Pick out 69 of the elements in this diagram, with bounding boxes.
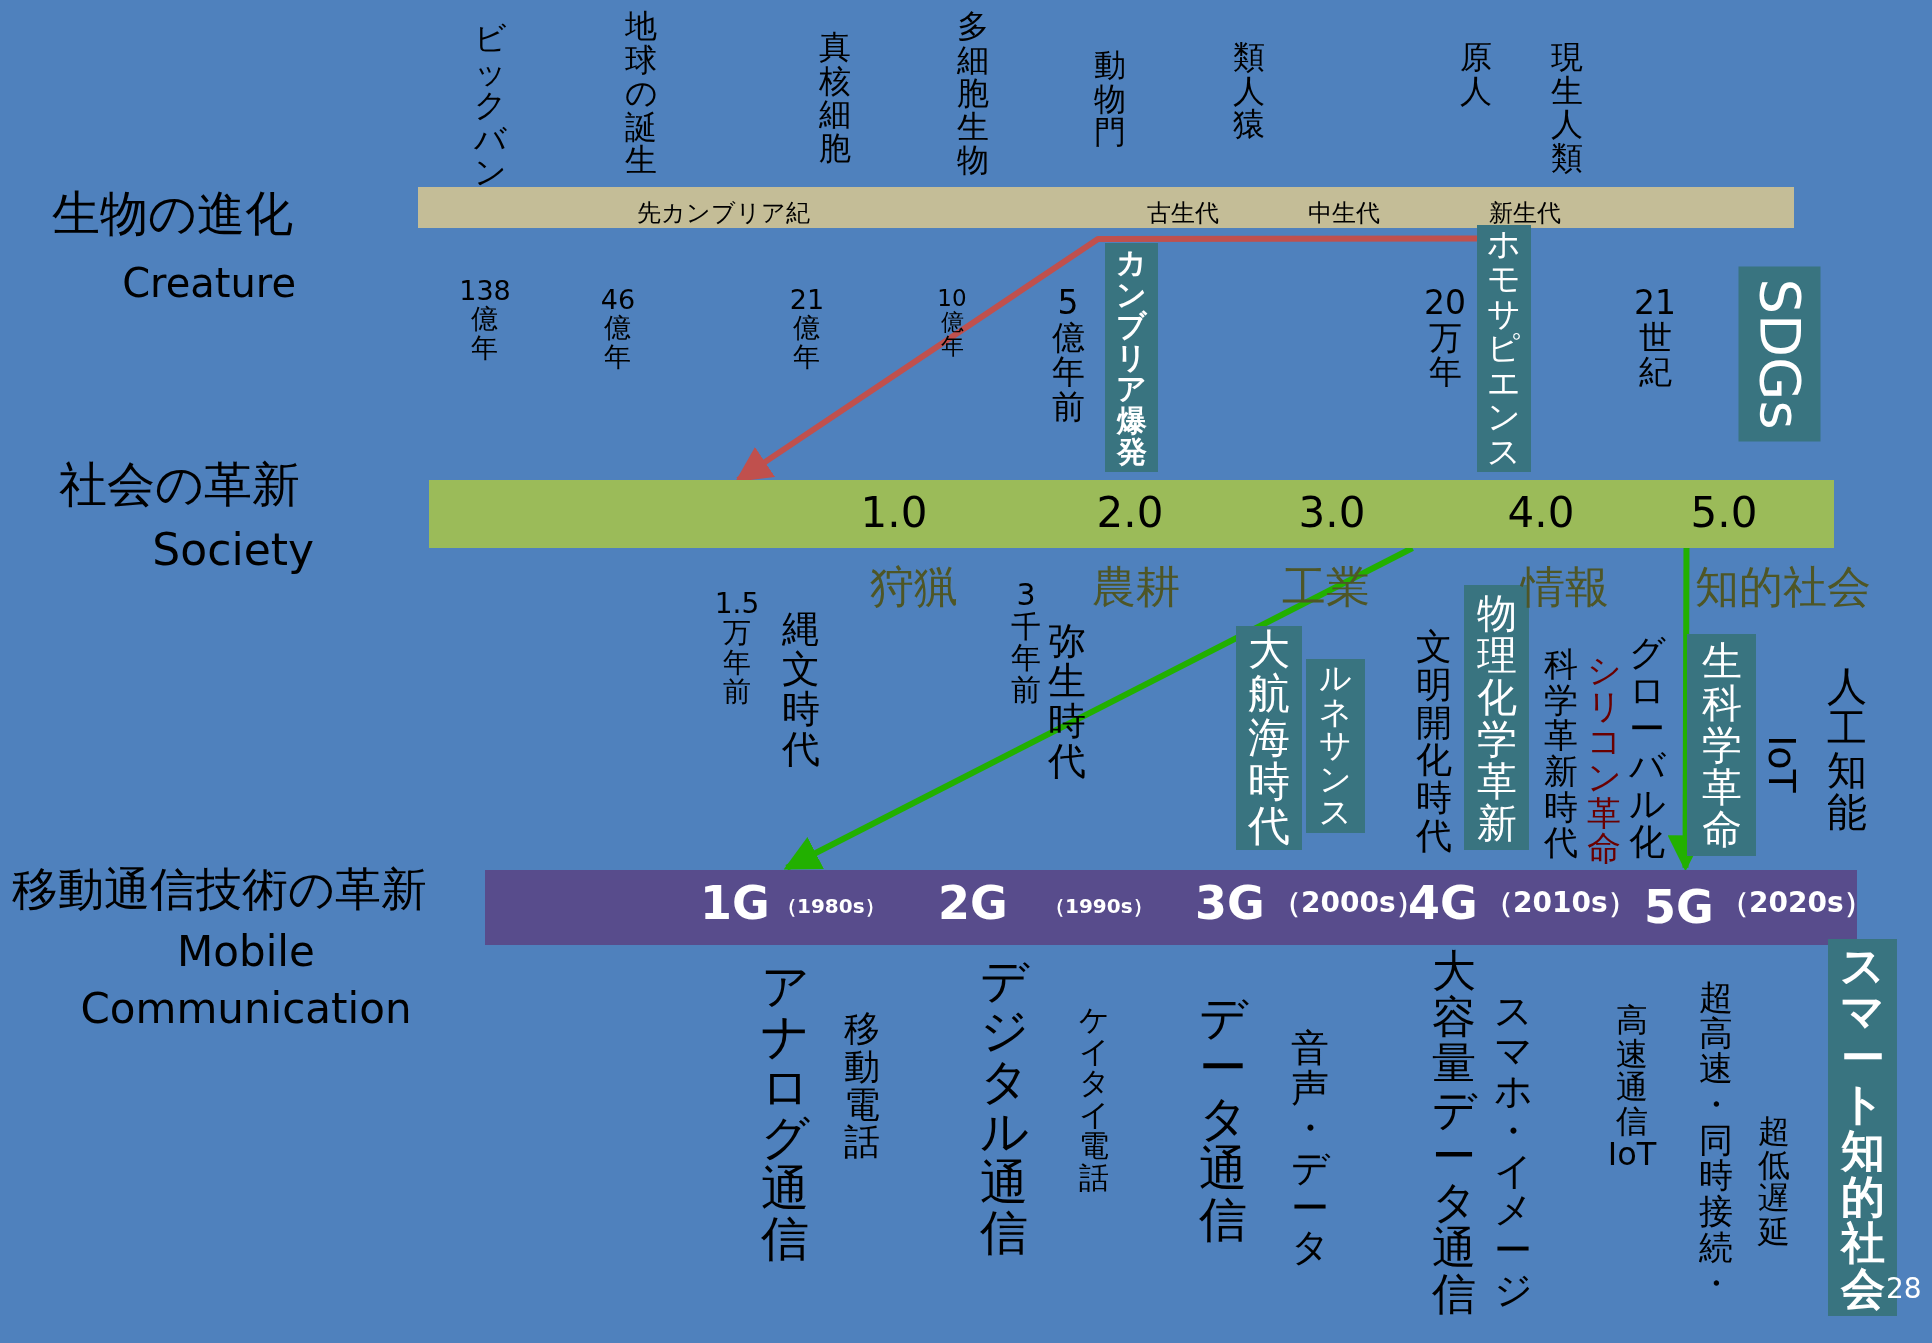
feature-label: 大容量データ通信 <box>1431 948 1477 1318</box>
date-label: 3千年前 <box>1011 579 1041 705</box>
feature-label: 音声・データ <box>1290 1029 1330 1269</box>
event-label: シリコン革命 <box>1586 653 1622 868</box>
feature-label: デジタル通信 <box>979 955 1029 1258</box>
stage-label: 知的社会 <box>1695 561 1871 614</box>
event-label: 類人猿 <box>1233 41 1265 142</box>
date-label: 46億年 <box>600 286 636 372</box>
era-label: 中生代 <box>1308 199 1380 228</box>
generation-label: （2010s） <box>1485 886 1636 920</box>
version-label: 3.0 <box>1298 488 1366 539</box>
timeline-bar <box>429 480 1834 548</box>
highlight-panel: SDGs <box>1738 266 1820 441</box>
feature-label: ケイタイ電話 <box>1078 1004 1110 1193</box>
era-label: 先カンブリア紀 <box>636 199 810 228</box>
date-label: 21億年 <box>789 286 825 372</box>
timeline-bar <box>485 870 1857 945</box>
feature-label: 移動電話 <box>844 1010 880 1162</box>
event-label: 原人 <box>1460 41 1492 109</box>
date-label: 138億年 <box>459 277 511 363</box>
date-label: 1.5万年前 <box>714 589 760 707</box>
version-label: 1.0 <box>860 488 928 539</box>
row-heading: 移動通信技術の革新 <box>12 862 427 918</box>
row-subheading: Creature <box>122 259 296 307</box>
highlight-panel: ルネサンス <box>1306 659 1365 833</box>
era-label: 新生代 <box>1489 199 1561 228</box>
feature-label: スマホ・イメージ <box>1493 992 1533 1312</box>
generation-label: （2020s） <box>1721 886 1872 920</box>
highlight-panel: 大航海時代 <box>1236 626 1302 850</box>
event-label: ビックバン <box>473 22 507 190</box>
date-label: 20万年 <box>1424 286 1466 390</box>
event-label: IoT <box>1763 735 1801 793</box>
generation-label: 3G <box>1195 876 1265 932</box>
generation-label: （1990s） <box>1045 894 1153 918</box>
version-label: 2.0 <box>1096 488 1164 539</box>
arrow <box>735 235 1477 483</box>
generation-label: 1G <box>700 876 770 932</box>
date-label: 5億年前 <box>1051 286 1085 425</box>
feature-label: アナログ通信 <box>760 961 810 1264</box>
era-label: 科学革新時代 <box>1544 647 1578 862</box>
feature-label: 超高速・同時接続・ <box>1699 980 1733 1302</box>
date-label: 10億年 <box>937 286 967 359</box>
event-label: 現生人類 <box>1551 41 1583 176</box>
era-label: 縄文時代 <box>782 610 820 770</box>
stage-label: 狩猟 <box>870 561 958 614</box>
event-label: 地球の誕生 <box>624 10 658 178</box>
generation-label: 5G <box>1644 880 1714 936</box>
row-heading: 社会の革新 <box>59 456 300 514</box>
row-subheading: Society <box>152 524 314 577</box>
era-label: 古生代 <box>1147 199 1219 228</box>
date-label: 21世紀 <box>1634 286 1676 390</box>
version-label: 4.0 <box>1507 488 1575 539</box>
event-label: 動物門 <box>1094 49 1126 150</box>
generation-label: 2G <box>938 876 1008 932</box>
version-label: 5.0 <box>1690 488 1758 539</box>
generation-label: （1980s） <box>777 894 885 918</box>
timeline-bar <box>418 187 1794 228</box>
highlight-panel: 生科学革命 <box>1687 634 1756 856</box>
feature-label: データ通信 <box>1198 992 1248 1244</box>
row-subheading: Mobile Communication <box>79 926 413 1035</box>
era-label: 文明開化時代 <box>1416 628 1452 855</box>
row-heading: 生物の進化 <box>52 185 293 243</box>
highlight-panel: カンブリア爆発 <box>1105 243 1158 472</box>
highlight-panel: ホモサピエンス <box>1477 225 1531 472</box>
feature-label: 高速通信 IoT <box>1607 1004 1657 1172</box>
event-label: グローバル化 <box>1628 634 1666 861</box>
stage-label: 農耕 <box>1092 561 1180 614</box>
event-label: 人工知能 <box>1827 665 1867 833</box>
feature-label: 超低遅延 <box>1758 1115 1790 1250</box>
